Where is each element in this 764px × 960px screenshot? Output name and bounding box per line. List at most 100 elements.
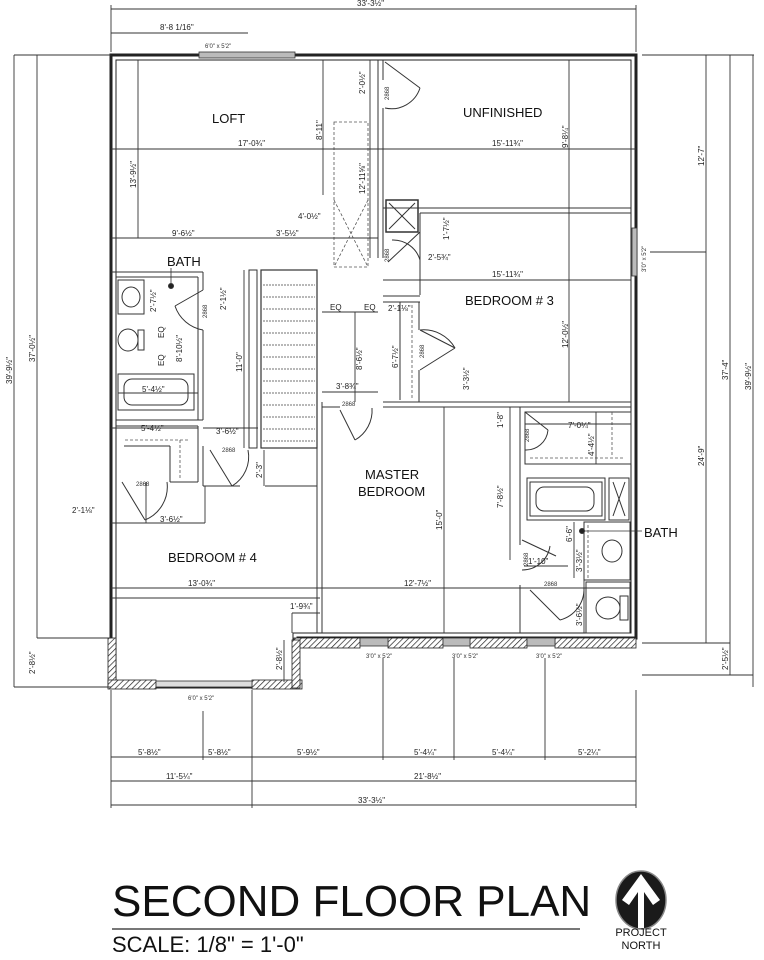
svg-text:39'-9½": 39'-9½" bbox=[5, 357, 14, 384]
svg-text:2'-7½": 2'-7½" bbox=[149, 289, 158, 312]
room-bath-upper: BATH bbox=[167, 254, 201, 269]
interior-walls bbox=[111, 60, 632, 634]
svg-text:7'-0¼": 7'-0¼" bbox=[568, 421, 591, 430]
dashed-lines bbox=[125, 121, 625, 578]
hatched-wall-sections bbox=[107, 637, 637, 690]
svg-text:2'-1½": 2'-1½" bbox=[219, 287, 228, 310]
room-bedroom-3: BEDROOM # 3 bbox=[465, 293, 554, 308]
svg-text:15'-0": 15'-0" bbox=[435, 509, 444, 530]
svg-text:5'-2¼": 5'-2¼" bbox=[578, 748, 601, 757]
svg-text:12'-7½": 12'-7½" bbox=[404, 579, 431, 588]
svg-text:4'-0½": 4'-0½" bbox=[298, 212, 321, 221]
svg-text:EQ: EQ bbox=[157, 326, 166, 338]
svg-text:2868: 2868 bbox=[420, 344, 426, 358]
dimension-labels: 33'-3½" 8'-8 1/16" 17'-0¾" 13'-9½" 9'-6½… bbox=[5, 0, 753, 805]
window-labels: 6'0" x 5'2" 3'0" x 5'2" 3'0" x 5'2" 3'0"… bbox=[188, 44, 648, 702]
svg-text:3'-3½": 3'-3½" bbox=[575, 549, 584, 572]
svg-text:5'-9½": 5'-9½" bbox=[297, 748, 320, 757]
north-arrow-label: PROJECT NORTH bbox=[606, 927, 676, 952]
svg-text:3'-5½": 3'-5½" bbox=[276, 229, 299, 238]
svg-text:2'-1⅛": 2'-1⅛" bbox=[388, 304, 411, 313]
svg-text:6'0" x 5'2": 6'0" x 5'2" bbox=[205, 44, 231, 50]
sink-icon bbox=[601, 539, 623, 563]
svg-text:7'-8½": 7'-8½" bbox=[496, 485, 505, 508]
svg-text:2'-5¾": 2'-5¾" bbox=[428, 253, 451, 262]
north-label-line2: NORTH bbox=[621, 939, 661, 952]
svg-text:2868: 2868 bbox=[385, 86, 391, 100]
bathtub-icon bbox=[529, 481, 603, 517]
svg-text:17'-0¾": 17'-0¾" bbox=[238, 139, 265, 148]
svg-text:8'-11": 8'-11" bbox=[315, 120, 324, 140]
toilet-icon bbox=[117, 328, 139, 352]
dimension-lines bbox=[13, 5, 754, 808]
svg-text:2'-8½": 2'-8½" bbox=[28, 651, 37, 674]
svg-text:5'-8½": 5'-8½" bbox=[208, 748, 231, 757]
drawing-scale: SCALE: 1/8" = 1'-0" bbox=[112, 932, 304, 957]
svg-text:1'-10": 1'-10" bbox=[528, 557, 549, 566]
svg-text:2868: 2868 bbox=[524, 552, 530, 566]
svg-text:2'-3": 2'-3" bbox=[255, 462, 264, 478]
svg-text:5'-4¼": 5'-4¼" bbox=[414, 748, 437, 757]
svg-text:2868: 2868 bbox=[136, 482, 150, 488]
room-master-line1: MASTER bbox=[365, 467, 419, 482]
svg-text:6'-6": 6'-6" bbox=[565, 526, 574, 542]
svg-text:12'-0½": 12'-0½" bbox=[561, 321, 570, 348]
svg-text:1'-9¾": 1'-9¾" bbox=[290, 602, 313, 611]
svg-text:5'-4¼": 5'-4¼" bbox=[492, 748, 515, 757]
stair-treads bbox=[263, 284, 315, 442]
svg-text:3'0" x 5'2": 3'0" x 5'2" bbox=[642, 246, 648, 272]
bathtub-icon bbox=[117, 373, 195, 411]
svg-text:EQ: EQ bbox=[364, 303, 376, 312]
svg-text:39'-9½": 39'-9½" bbox=[744, 363, 753, 390]
svg-text:EQ: EQ bbox=[330, 303, 342, 312]
svg-text:6'-7½": 6'-7½" bbox=[391, 345, 400, 368]
svg-text:3'0" x 5'2": 3'0" x 5'2" bbox=[536, 654, 562, 660]
svg-text:5'-8½": 5'-8½" bbox=[138, 748, 161, 757]
svg-text:12'-11⅝": 12'-11⅝" bbox=[358, 163, 367, 194]
toilet-icon bbox=[595, 596, 621, 620]
windows bbox=[155, 51, 638, 688]
svg-text:2868: 2868 bbox=[385, 248, 391, 262]
svg-text:11'-5¼": 11'-5¼" bbox=[166, 772, 193, 781]
sink-icon bbox=[117, 279, 145, 315]
bath-fixtures bbox=[117, 279, 629, 621]
svg-text:2868: 2868 bbox=[203, 304, 209, 318]
svg-text:8'-10½": 8'-10½" bbox=[175, 335, 184, 362]
svg-text:2'-8½": 2'-8½" bbox=[275, 647, 284, 670]
svg-text:2'-5½": 2'-5½" bbox=[721, 647, 730, 670]
svg-text:EQ: EQ bbox=[157, 354, 166, 366]
svg-text:8'-6½": 8'-6½" bbox=[355, 347, 364, 370]
svg-text:12'-7": 12'-7" bbox=[697, 145, 706, 166]
svg-text:3'-6½": 3'-6½" bbox=[216, 427, 239, 436]
exterior-walls bbox=[109, 53, 638, 689]
svg-text:33'-3½": 33'-3½" bbox=[357, 0, 384, 8]
fan-icon bbox=[579, 528, 585, 534]
svg-text:13'-9½": 13'-9½" bbox=[129, 161, 138, 188]
svg-text:3'0" x 5'2": 3'0" x 5'2" bbox=[366, 654, 392, 660]
door-labels: 2868 2868 2868 2868 2868 2868 2868 2868 … bbox=[136, 86, 558, 588]
room-loft: LOFT bbox=[212, 111, 245, 126]
room-labels: LOFT UNFINISHED BATH BEDROOM # 3 MASTER … bbox=[167, 105, 678, 565]
svg-text:3'-6½": 3'-6½" bbox=[575, 603, 584, 626]
svg-text:2868: 2868 bbox=[342, 402, 356, 408]
svg-text:2868: 2868 bbox=[544, 582, 558, 588]
svg-text:8'-8 1/16": 8'-8 1/16" bbox=[160, 23, 194, 32]
room-unfinished: UNFINISHED bbox=[463, 105, 542, 120]
svg-text:6'0" x 5'2": 6'0" x 5'2" bbox=[188, 696, 214, 702]
svg-text:5'-4½": 5'-4½" bbox=[141, 424, 164, 433]
fan-icon bbox=[168, 283, 174, 289]
room-bedroom-4: BEDROOM # 4 bbox=[168, 550, 257, 565]
drawing-title: SECOND FLOOR PLAN bbox=[112, 877, 592, 926]
svg-text:13'-0¾": 13'-0¾" bbox=[188, 579, 215, 588]
svg-text:3'-6½": 3'-6½" bbox=[160, 515, 183, 524]
svg-text:4'-4½": 4'-4½" bbox=[587, 433, 596, 456]
svg-text:37'-0½": 37'-0½" bbox=[28, 335, 37, 362]
svg-text:2868: 2868 bbox=[525, 428, 531, 442]
svg-text:33'-3½": 33'-3½" bbox=[358, 796, 385, 805]
svg-text:2868: 2868 bbox=[222, 448, 236, 454]
room-master-line2: BEDROOM bbox=[358, 484, 425, 499]
svg-text:1'-7½": 1'-7½" bbox=[442, 217, 451, 240]
svg-text:21'-8½": 21'-8½" bbox=[414, 772, 441, 781]
svg-text:37'-4": 37'-4" bbox=[721, 359, 730, 380]
svg-text:3'-8¾": 3'-8¾" bbox=[336, 382, 359, 391]
